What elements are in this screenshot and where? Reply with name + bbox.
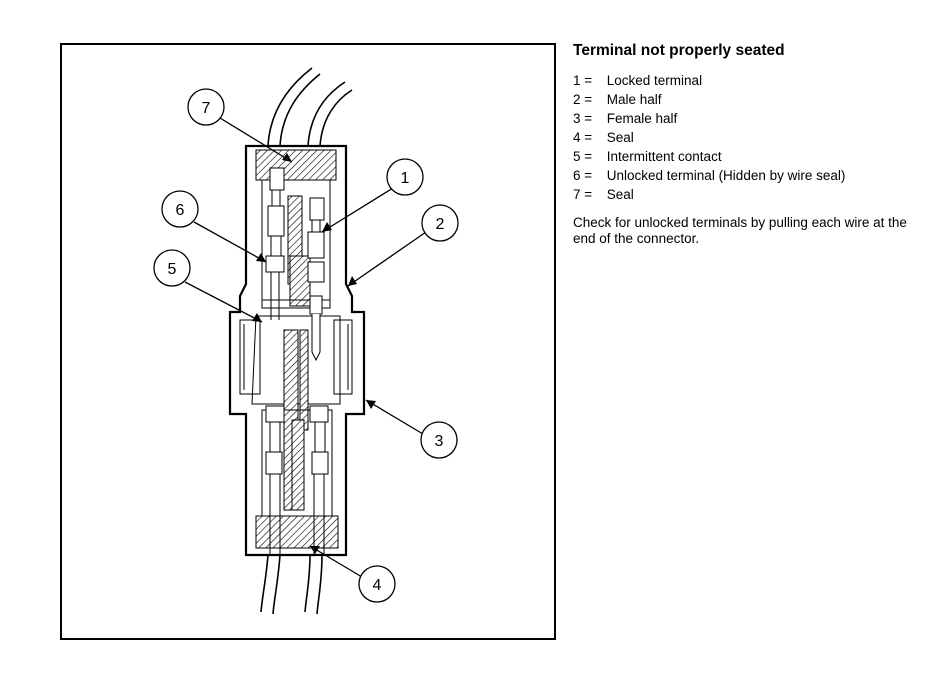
legend-panel: Terminal not properly seated 1 = Locked … [573,42,923,247]
callout-2-label: 2 [436,216,445,233]
callout-5-label: 5 [168,261,177,278]
callout-6-label: 6 [176,202,185,219]
legend-item-key: 4 = [573,130,593,145]
bottom-seal [255,515,339,549]
legend-item: 5 = Intermittent contact [573,147,923,166]
callout-6: 6 [161,190,199,228]
callout-1-label: 1 [401,170,410,187]
female-half-internals [261,329,333,517]
legend-item-text: Female half [606,111,678,126]
leader-lines [184,117,427,578]
diagram-frame [60,43,556,640]
legend-list: 1 = Locked terminal 2 = Male half 3 = Fe… [573,71,923,204]
legend-item-text: Locked terminal [606,73,703,88]
callout-5: 5 [153,249,191,287]
callout-1: 1 [386,158,424,196]
legend-item: 2 = Male half [573,90,923,109]
legend-item: 7 = Seal [573,185,923,204]
callout-2: 2 [421,204,459,242]
callout-7: 7 [187,88,225,126]
leader-arrowheads [252,153,376,554]
legend-item-text: Seal [606,187,634,202]
legend-item-text: Male half [606,92,662,107]
legend-item: 4 = Seal [573,128,923,147]
legend-item-key: 1 = [573,73,593,88]
legend-item: 6 = Unlocked terminal (Hidden by wire se… [573,166,923,185]
legend-item-key: 3 = [573,111,593,126]
legend-item: 1 = Locked terminal [573,71,923,90]
legend-item-key: 5 = [573,149,593,164]
legend-item-text: Intermittent contact [606,149,722,164]
legend-item-key: 6 = [573,168,593,183]
instruction-note: Check for unlocked terminals by pulling … [573,215,907,246]
top-seal [255,149,337,181]
wires-bottom [260,554,323,615]
callout-3: 3 [420,421,458,459]
legend-title: Terminal not properly seated [573,42,785,59]
legend-item-key: 7 = [573,187,593,202]
legend-item: 3 = Female half [573,109,923,128]
legend-item-text: Seal [606,130,634,145]
callout-7-label: 7 [202,100,211,117]
terminals [265,167,329,555]
callout-4-label: 4 [373,577,382,594]
wires-top [267,67,353,147]
callout-4: 4 [358,565,396,603]
callout-3-label: 3 [435,433,444,450]
legend-item-key: 2 = [573,92,593,107]
legend-item-text: Unlocked terminal (Hidden by wire seal) [606,168,846,183]
